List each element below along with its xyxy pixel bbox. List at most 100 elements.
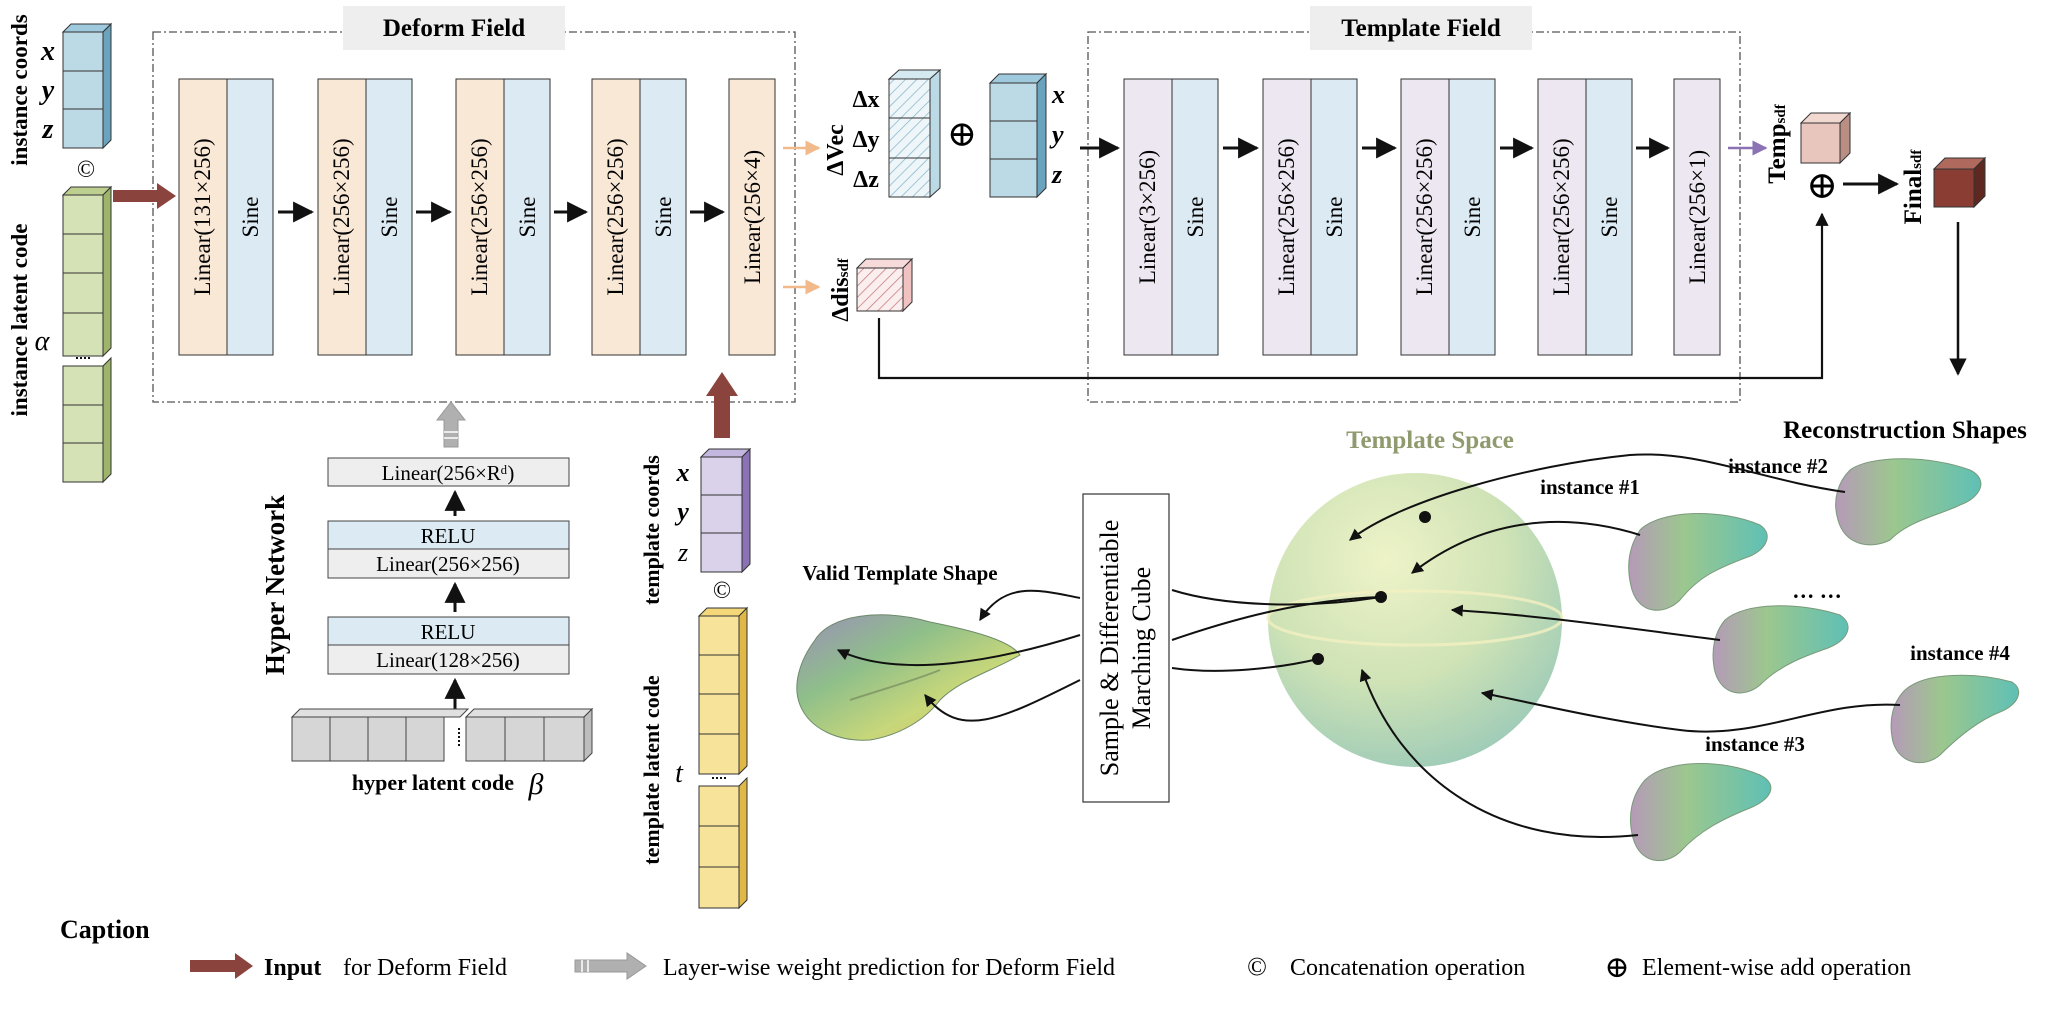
svg-text:Sine: Sine [1322,197,1347,238]
deform-layer-2: Linear(256×256) Sine [317,78,413,356]
temp-sdf-label: Tempsdf [1764,103,1791,183]
template-coord-x: x [676,458,690,487]
marching-cube-line-2: Marching Cube [1127,567,1156,729]
hyper-linear-2-text: Linear(256×256) [376,552,520,576]
hyper-linear-3-text: Linear(128×256) [376,648,520,672]
deform-field-title: Deform Field [383,15,525,42]
beta-symbol: β [528,768,544,801]
svg-text:Sine: Sine [515,197,540,238]
hyper-latent-stack [290,707,594,763]
caption-title: Caption [60,915,150,944]
svg-text:Sine: Sine [1597,197,1622,238]
svg-text:Linear(256×256): Linear(256×256) [467,138,492,295]
delta-vec-label: ΔVec [823,124,849,176]
caption-weight-arrow [574,952,647,980]
valid-template-arrows [836,589,1081,722]
svg-text:Linear(256×256): Linear(256×256) [1549,138,1574,295]
template-space-label: Template Space [1346,427,1514,454]
instance-coord-z: z [42,114,54,145]
reconstruction-label: Reconstruction Shapes [1783,417,2027,444]
add-symbol-vec: ⊕ [947,114,977,154]
svg-text:Linear(3×256): Linear(3×256) [1135,150,1160,284]
caption-concat-text: Concatenation operation [1290,955,1525,981]
instance-2-label: instance #2 [1728,454,1828,478]
instance-4-liver [1890,674,2020,764]
hyper-latent-label: hyper latent code [352,770,514,795]
template-layer-4: Linear(256×256) Sine [1537,78,1633,356]
delta-vec-stack [887,68,942,199]
caption-concat-symbol: © [1247,952,1267,981]
template-coords-stack [699,447,752,574]
hyper-linear-3 [327,644,570,675]
template-layer-2: Linear(256×256) Sine [1262,78,1358,356]
marching-cube-line-1: Sample & Differentiable [1095,520,1124,777]
hyper-relu-2 [327,616,570,646]
instance-3-label: instance #3 [1705,732,1805,756]
instance-latent-stack [61,185,113,484]
hyper-linear-2 [327,548,570,579]
instance-coord-y: y [39,75,55,106]
template-layer-3: Linear(256×256) Sine [1400,78,1496,356]
add-symbol-final: ⊕ [1806,165,1838,207]
delta-dis-label: Δdissdf [828,257,854,322]
caption-add-symbol: ⊕ [1604,951,1629,984]
alpha-symbol: α [35,326,51,357]
caption-add-text: Element-wise add operation [1642,955,1911,981]
hyper-relu-1-text: RELU [421,524,476,548]
svg-text:Linear(256×256): Linear(256×256) [1274,138,1299,295]
delta-y-label: Δy [852,127,879,153]
hyper-layer-output-text: Linear(256×Rᵈ) [382,461,515,485]
t-symbol: t [675,758,684,789]
template-field-title-bg [1310,6,1532,50]
caption-input-arrow [190,953,253,979]
instance-latent-label: instance latent code [7,224,32,417]
svg-text:Sine: Sine [651,197,676,238]
final-sdf-label: Finalsdf [1900,149,1927,225]
svg-text:Linear(256×256): Linear(256×256) [603,138,628,295]
svg-text:Linear(256×256): Linear(256×256) [329,138,354,295]
deform-coords-stack [988,72,1048,199]
instance-1-label: instance #1 [1540,475,1640,499]
template-coord-y: y [674,497,689,526]
instance-3-liver [1630,763,1772,861]
marching-cube-box [1082,493,1170,803]
svg-text:Linear(256×4): Linear(256×4) [740,150,765,284]
delta-dis-cube [855,257,914,313]
valid-template-liver [796,614,1021,741]
caption-input-bold: Input [264,955,321,981]
instance-1-liver [1628,513,1768,611]
template-coords-label: template coords [639,455,664,605]
sphere-to-marching-lines [1171,589,1382,672]
deform-coord-z: z [1051,160,1063,189]
svg-text:Sine: Sine [238,197,263,238]
instance-concat-symbol: © [77,157,95,183]
hyper-weight-arrow [435,401,467,448]
ellipsis-label: … … [1792,578,1842,603]
caption-input-rest: for Deform Field [343,955,507,981]
deform-field-title-bg [343,6,565,50]
delta-z-label: Δz [853,167,879,193]
instance-input-arrow [113,183,176,209]
svg-text:Sine: Sine [377,197,402,238]
deform-layer-5: Linear(256×4) [728,78,776,356]
deform-layer-1: Linear(131×256) Sine [178,78,274,356]
instance-coords-label: instance coords [7,14,32,165]
deform-layer-4: Linear(256×256) Sine [591,78,687,356]
sphere-equator [1266,589,1564,647]
svg-text:Linear(131×256): Linear(131×256) [190,138,215,295]
deform-coord-y: y [1049,120,1064,149]
final-sdf-cube [1932,156,1987,209]
caption-weight-text: Layer-wise weight prediction for Deform … [663,955,1115,981]
svg-text:Sine: Sine [1460,197,1485,238]
template-field-title: Template Field [1341,15,1501,42]
delta-x-label: Δx [852,87,879,113]
template-coord-z: z [677,538,688,567]
template-latent-stack [697,606,749,910]
svg-text:Sine: Sine [1183,197,1208,238]
delta-output-arrows [783,140,821,295]
svg-text:Linear(256×1): Linear(256×1) [1685,150,1710,284]
instance-coords-stack [61,22,113,150]
hyper-layer-output [327,457,570,487]
temp-sdf-cube [1799,111,1852,165]
